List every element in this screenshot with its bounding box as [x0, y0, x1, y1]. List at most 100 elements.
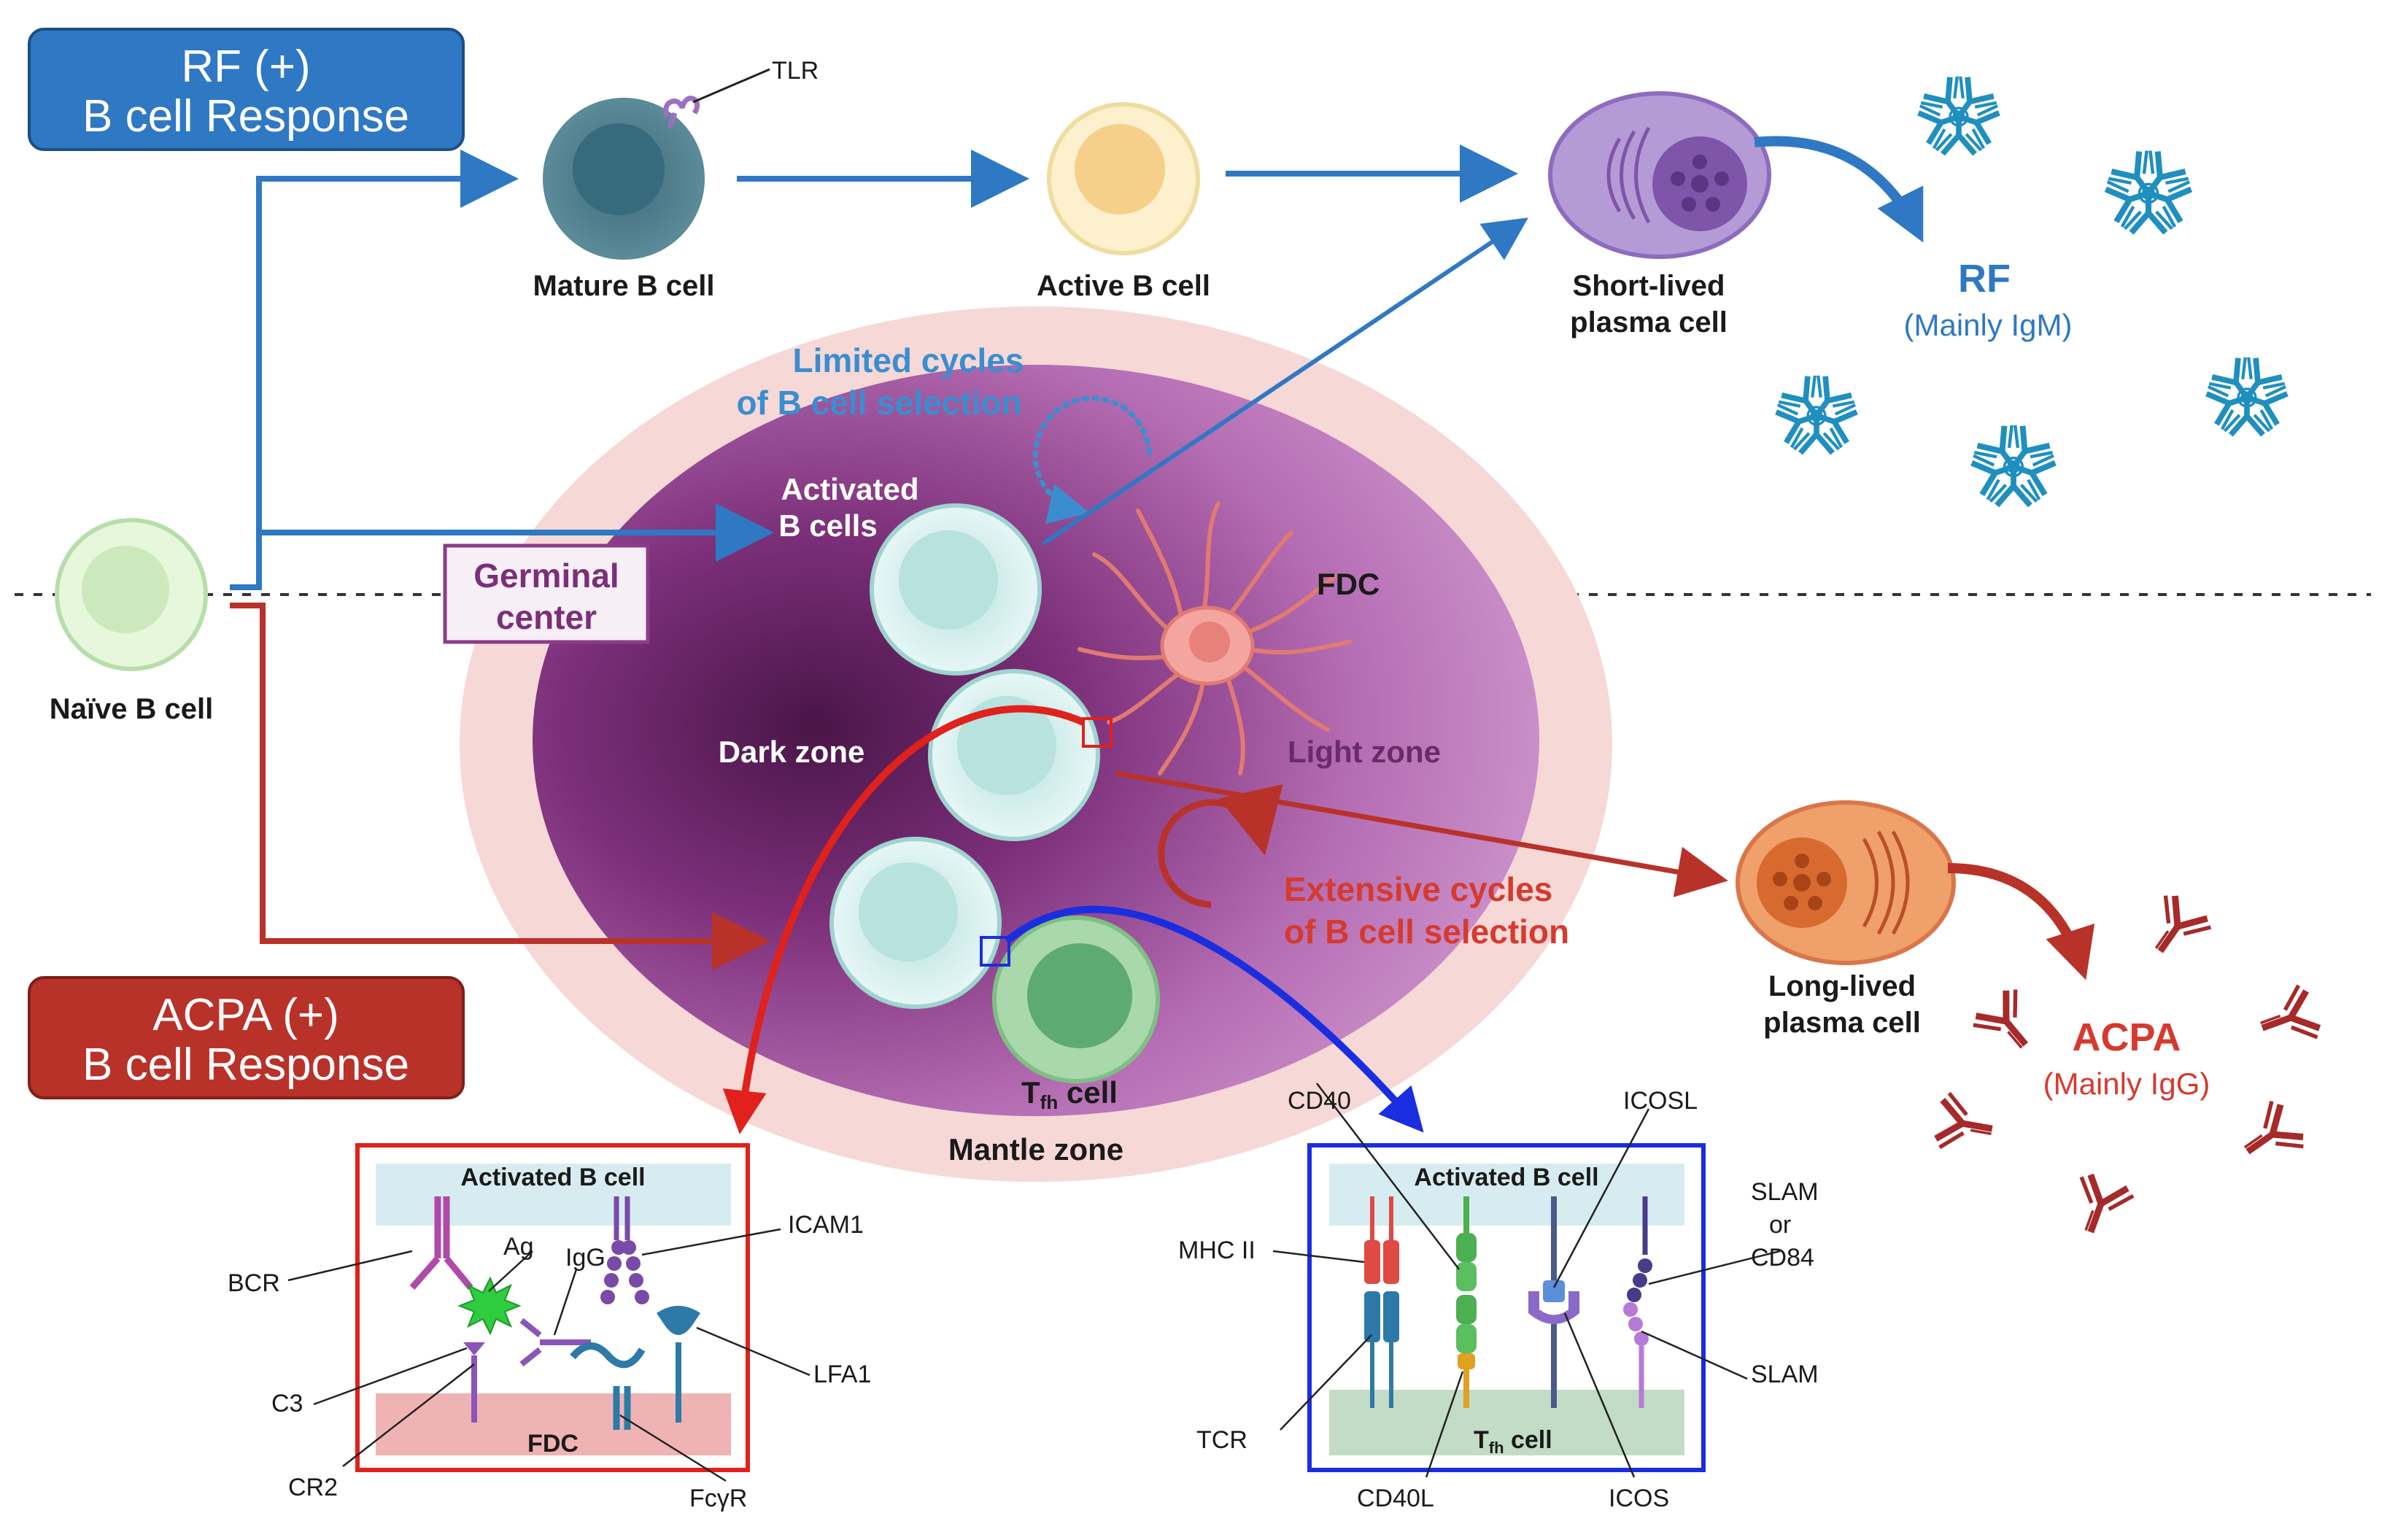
arrow-to-fdc-detail — [722, 705, 1086, 1134]
rf-antibody-sub: (Mainly IgM) — [1903, 308, 2072, 342]
limited-cycle-dotted-arrow — [1032, 395, 1152, 525]
acpa-response-line1: ACPA (+) — [152, 990, 339, 1040]
fcgr-label: FcγR — [689, 1485, 747, 1512]
fdc-dendritic-cell — [1078, 501, 1352, 775]
germinal-center-badge: Germinal center — [443, 543, 650, 644]
fdc-interaction-panel: Activated B cell FDC — [287, 1143, 811, 1482]
icosl-icon — [1543, 1196, 1565, 1302]
cd40-label: CD40 — [1288, 1087, 1351, 1115]
long-lived-plasma-cell — [1736, 800, 1956, 965]
lfa1-label: LFA1 — [813, 1361, 871, 1388]
fdc-panel-top-label: Activated B cell — [460, 1164, 645, 1191]
igg-antibody-icon — [2065, 1172, 2135, 1242]
long-lived-label-2: plasma cell — [1763, 1007, 1921, 1039]
bcr-icon — [409, 1196, 473, 1290]
cd40l-icon — [1456, 1295, 1477, 1408]
igg-antibody-icon — [1935, 1092, 1997, 1156]
tlr-receptor-icon — [663, 96, 700, 129]
germinal-center-line2: center — [496, 598, 597, 636]
mature-b-cell — [543, 68, 770, 260]
fdc-panel-bottom-label: FDC — [527, 1430, 579, 1458]
fdc-nucleus — [1189, 622, 1230, 662]
naive-b-cell — [55, 518, 208, 671]
rf-response-line2: B cell Response — [82, 91, 409, 142]
rf-response-line1: RF (+) — [181, 42, 310, 92]
bcr-label: BCR — [228, 1269, 280, 1297]
acpa-response-badge: ACPA (+) B cell Response — [28, 976, 465, 1099]
igg-antibody-icon — [2138, 891, 2213, 967]
igm-antibody-icon — [1916, 74, 2001, 154]
arrow-gc-to-longlived — [1115, 770, 1728, 897]
acpa-antibody-name: ACPA — [2072, 1015, 2181, 1059]
icam1-label: ICAM1 — [788, 1211, 864, 1239]
tcr-label: TCR — [1196, 1426, 1247, 1454]
arrow-longlived-to-acpa — [1947, 863, 2095, 980]
mhc2-icon — [1364, 1196, 1399, 1284]
extensive-cycles-line2: of B cell selection — [1284, 913, 1569, 951]
tfh-panel-top-label: Activated B cell — [1414, 1164, 1598, 1191]
slam-cd84-label-2: or — [1769, 1211, 1791, 1239]
extensive-cycles-line1: Extensive cycles — [1284, 870, 1552, 908]
active-b-cell-label: Active B cell — [1037, 270, 1210, 302]
igg-icon — [519, 1317, 591, 1367]
igg-antibody-icon — [2253, 983, 2322, 1053]
extensive-cycle-arrow — [1158, 783, 1283, 908]
tfh-contact-marker — [980, 936, 1010, 967]
tfh-label: Tfh cell — [1021, 1075, 1118, 1113]
rf-response-badge: RF (+) B cell Response — [28, 28, 465, 151]
activated-b-cell-top — [870, 503, 1042, 676]
fcgr-loop-icon — [570, 1342, 646, 1369]
limited-cycles-line1: Limited cycles — [792, 341, 1024, 379]
igm-antibody-icon — [1970, 422, 2057, 506]
fdc-label: FDC — [1317, 567, 1380, 601]
germinal-center-line1: Germinal — [473, 557, 619, 595]
mantle-zone-label: Mantle zone — [948, 1132, 1123, 1166]
antigen-icon — [457, 1276, 522, 1336]
tfh-panel-bottom-label: Tfh cell — [1474, 1426, 1552, 1457]
long-lived-label-1: Long-lived — [1768, 970, 1916, 1002]
acpa-antibody-sub: (Mainly IgG) — [2043, 1067, 2210, 1101]
slam-cd84-label-1: SLAM — [1751, 1178, 1819, 1206]
cd40l-label: CD40L — [1357, 1485, 1434, 1512]
tfh-cell — [992, 916, 1160, 1083]
naive-b-cell-label: Naïve B cell — [50, 693, 214, 725]
arrow-shortlived-to-rf — [1754, 136, 1924, 243]
igm-antibody-icon — [2205, 355, 2289, 435]
c3-label: C3 — [271, 1390, 303, 1417]
cd40-icon — [1456, 1196, 1477, 1291]
tcr-icon — [1364, 1291, 1399, 1408]
igg-label: IgG — [565, 1244, 606, 1272]
ag-label: Ag — [503, 1233, 534, 1261]
slam-cd84-icon — [1627, 1196, 1652, 1302]
activated-b-cell-bottom — [829, 837, 1002, 1009]
rf-branch-to-mature — [230, 150, 519, 590]
activated-b-cell-middle — [928, 669, 1100, 841]
light-zone-label: Light zone — [1288, 735, 1441, 769]
fdc-contact-marker — [1082, 717, 1113, 748]
icam1-icon — [600, 1196, 649, 1304]
igg-antibody-icon — [1970, 986, 2046, 1062]
rf-antibody-name: RF — [1958, 257, 2011, 301]
lfa1-icon — [657, 1306, 700, 1335]
arrow-gc-to-shortlived — [1042, 217, 1528, 546]
igm-antibody-icon — [2104, 147, 2194, 233]
short-lived-label-1: Short-lived — [1573, 270, 1725, 302]
igg-antibody-icon — [2232, 1098, 2307, 1174]
short-lived-label-2: plasma cell — [1570, 306, 1728, 338]
arrow-to-tfh-detail — [1004, 905, 1424, 1133]
icosl-label: ICOSL — [1623, 1087, 1698, 1115]
active-b-cell — [1047, 102, 1200, 255]
slam-label: SLAM — [1751, 1361, 1819, 1388]
c3-icon — [463, 1342, 485, 1355]
activated-b-cells-line1: Activated — [781, 472, 918, 506]
mature-b-cell-label: Mature B cell — [533, 270, 715, 302]
slam-cd84-label-3: CD84 — [1751, 1244, 1814, 1272]
acpa-response-line2: B cell Response — [82, 1040, 409, 1090]
cr2-label: CR2 — [288, 1474, 338, 1501]
dark-zone-label: Dark zone — [719, 735, 865, 769]
igm-antibody-icon — [1774, 373, 1859, 453]
short-lived-plasma-cell — [1548, 91, 1771, 259]
limited-cycles-line2: of B cell selection — [736, 384, 1021, 422]
tlr-label: TLR — [772, 57, 819, 85]
